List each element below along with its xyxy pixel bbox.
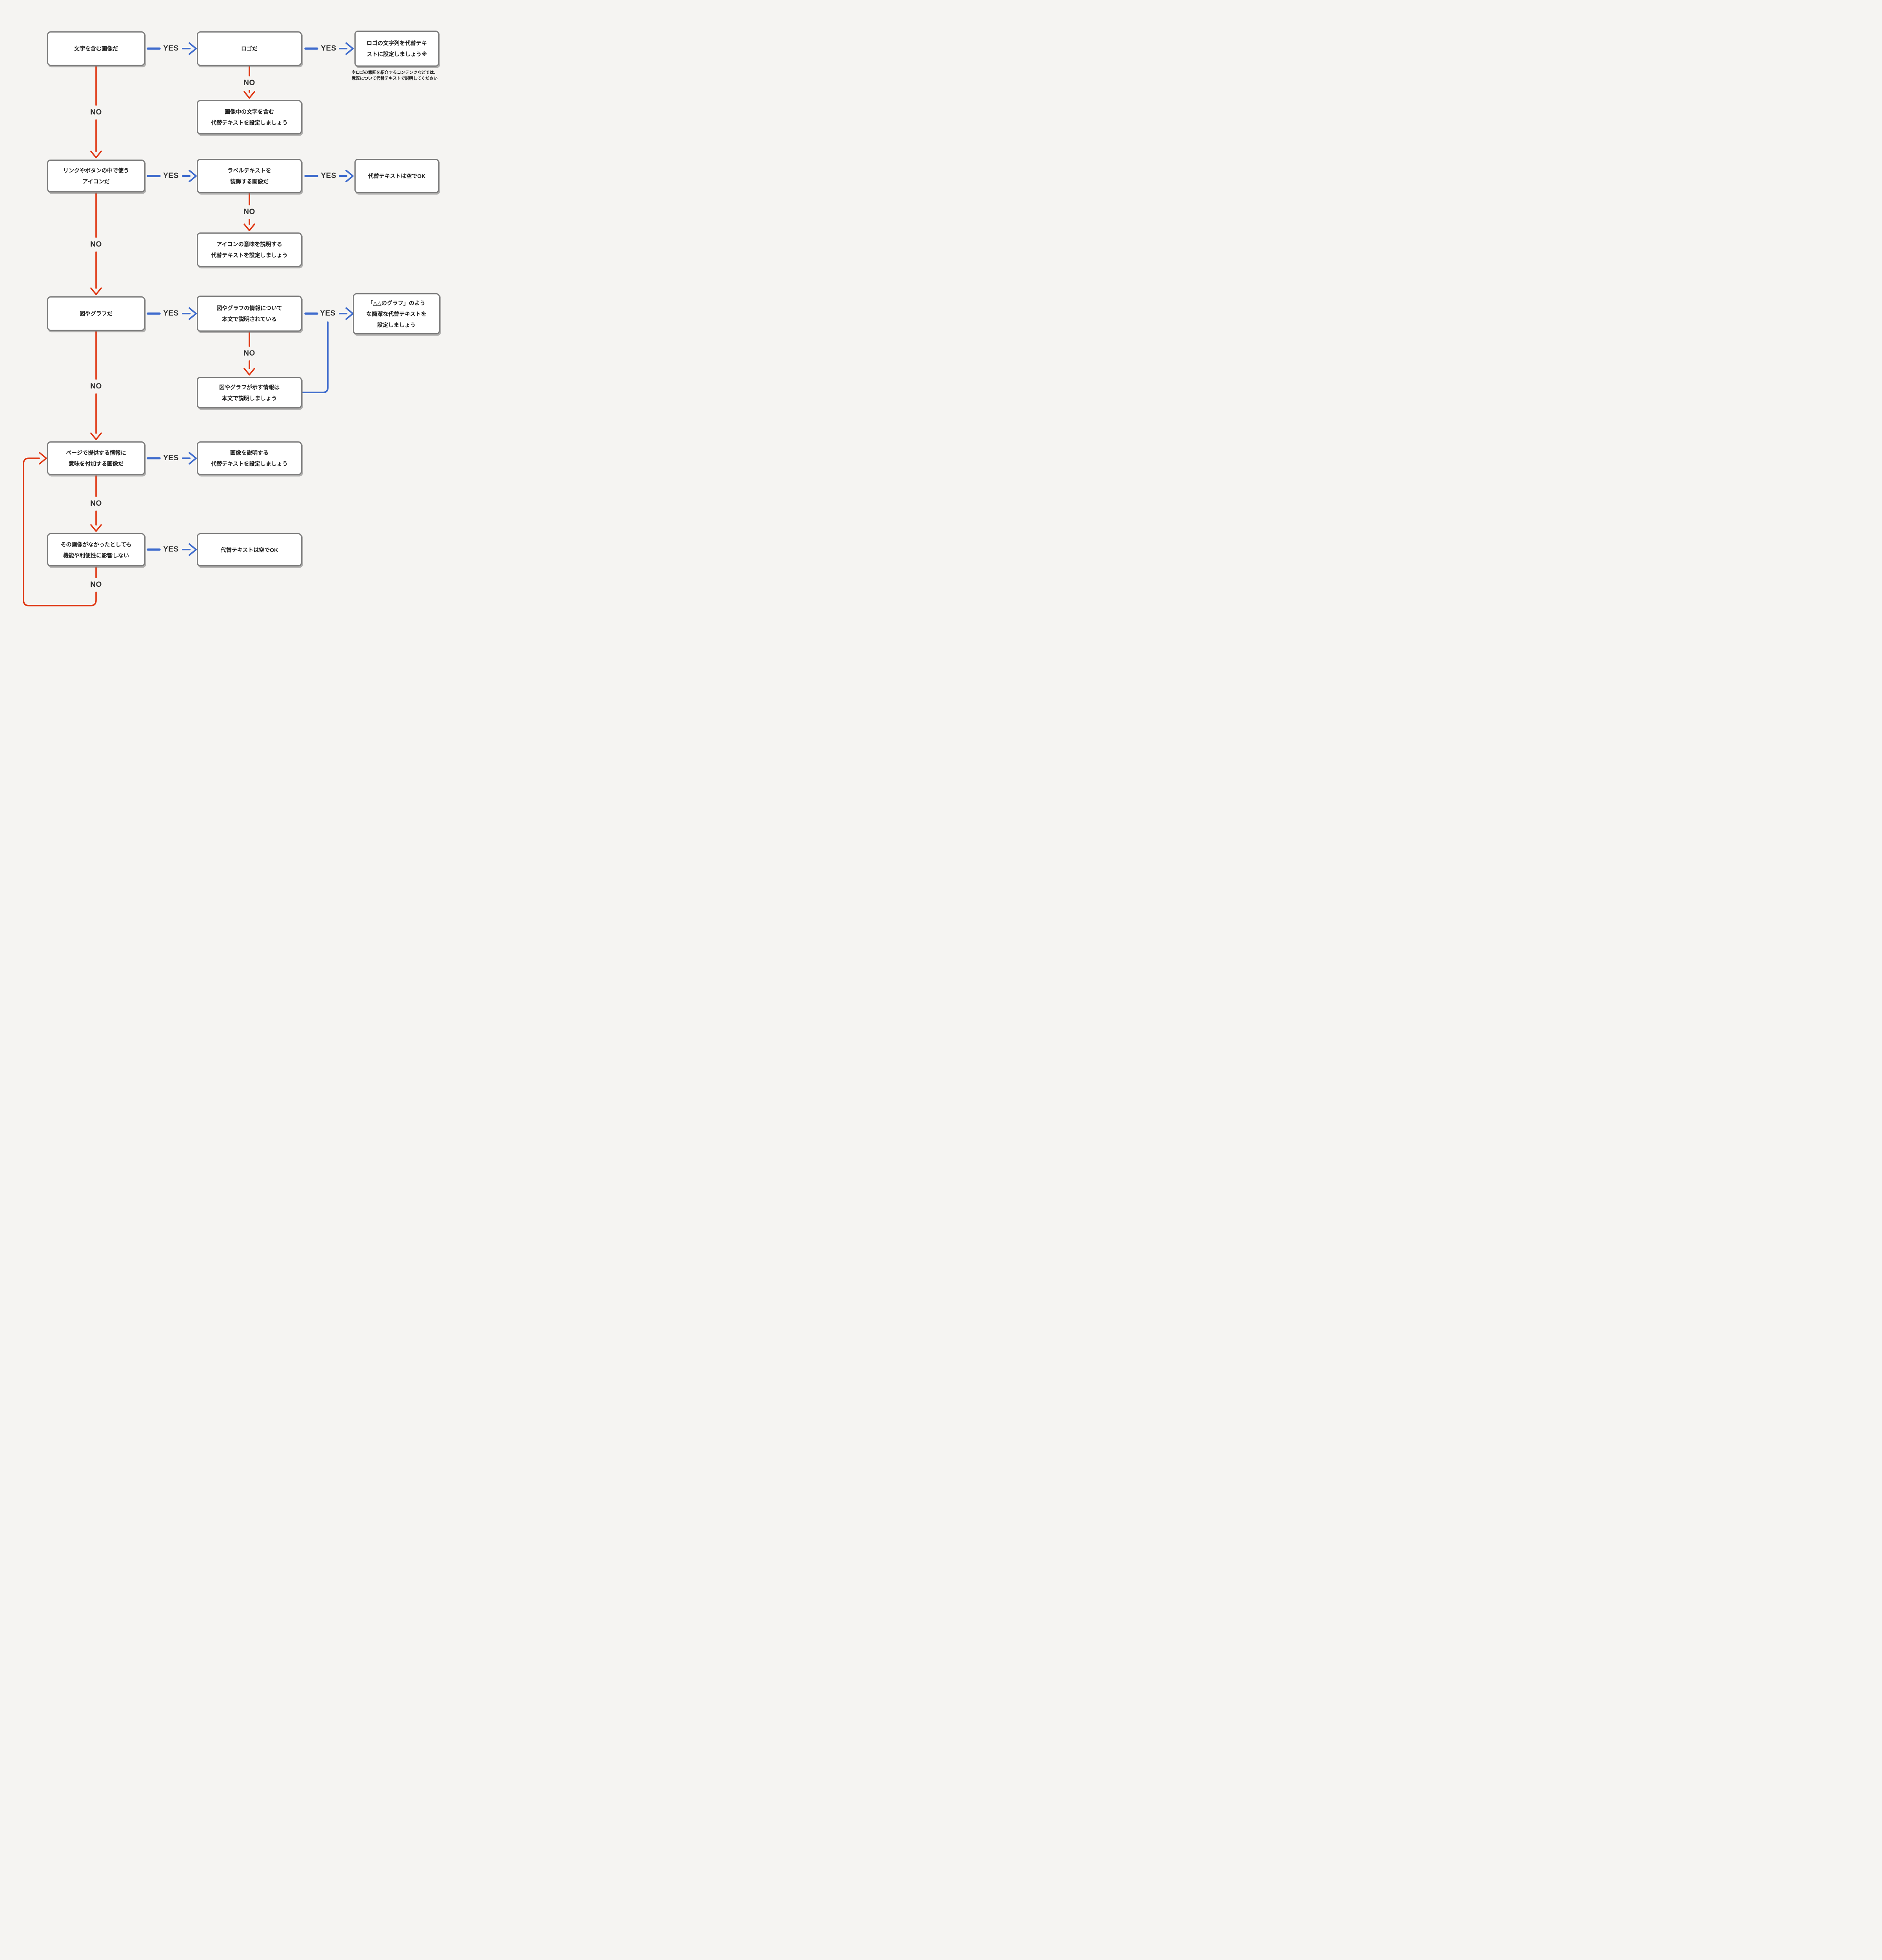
- no-label: NO: [90, 581, 102, 589]
- node-answer-chart-simple-alt: 「△△のグラフ」のよう な簡潔な代替テキストを 設定しましょう: [353, 293, 440, 334]
- no-arrow: [90, 192, 102, 295]
- no-label: NO: [243, 208, 255, 216]
- no-arrow: [243, 66, 255, 99]
- node-answer-explain-chart-in-body: 図やグラフが示す情報は 本文で説明しましょう: [197, 377, 302, 408]
- connector-lines: [23, 42, 354, 606]
- no-label: NO: [90, 382, 102, 390]
- node-question-text-image: 文字を含む画像だ: [47, 31, 145, 66]
- no-arrow: [90, 66, 102, 158]
- node-question-label-decoration: ラベルテキストを 装飾する画像だ: [197, 159, 302, 193]
- node-answer-icon-meaning-alt: アイコンの意味を説明する 代替テキストを設定しましょう: [197, 232, 302, 267]
- no-label: NO: [243, 349, 255, 358]
- yes-label: YES: [163, 172, 179, 180]
- no-arrow: [243, 331, 255, 376]
- no-arrow: [90, 475, 102, 532]
- no-label: NO: [90, 240, 102, 249]
- yes-label: YES: [320, 309, 336, 318]
- node-answer-empty-alt-ok: 代替テキストは空でOK: [197, 533, 302, 566]
- no-loop-connector: [23, 452, 97, 606]
- yes-label: YES: [321, 172, 336, 180]
- yes-arrow: [182, 307, 197, 320]
- yes-label: YES: [163, 309, 179, 318]
- alt-text-decision-flowchart: 文字を含む画像だ ロゴだ ロゴの文字列を代替テキ ストに設定しましょう※ 画像中…: [0, 0, 470, 652]
- chart-merge-connector: [301, 321, 329, 393]
- node-question-link-button-icon: リンクやボタンの中で使う アイコンだ: [47, 160, 145, 192]
- node-question-logo: ロゴだ: [197, 31, 302, 66]
- node-answer-logo-text-alt: ロゴの文字列を代替テキ ストに設定しましょう※: [354, 31, 439, 67]
- node-question-chart-explained-in-body: 図やグラフの情報について 本文で説明されている: [197, 296, 302, 332]
- node-question-no-functional-impact: その画像がなかったとしても 機能や利便性に影響しない: [47, 533, 145, 566]
- no-arrow: [243, 192, 255, 231]
- node-answer-empty-alt-icon: 代替テキストは空でOK: [354, 159, 439, 193]
- yes-arrow: [339, 170, 354, 182]
- node-answer-describe-image-alt: 画像を説明する 代替テキストを設定しましょう: [197, 441, 302, 475]
- no-label: NO: [90, 108, 102, 116]
- yes-arrow: [339, 307, 354, 320]
- logo-footnote: ※ロゴの意匠を紹介するコンテンツなどでは、 意匠について代替テキストで説明してく…: [352, 70, 438, 81]
- yes-arrow: [339, 42, 354, 55]
- node-question-chart: 図やグラフだ: [47, 296, 145, 331]
- no-label: NO: [243, 79, 255, 87]
- no-label: NO: [90, 499, 102, 508]
- yes-arrow: [182, 452, 197, 465]
- yes-label: YES: [163, 44, 179, 53]
- node-answer-text-in-image-alt: 画像中の文字を含む 代替テキストを設定しましょう: [197, 100, 302, 134]
- yes-label: YES: [163, 545, 179, 554]
- no-arrow: [90, 331, 102, 440]
- yes-label: YES: [321, 44, 336, 53]
- node-question-meaningful-image: ページで提供する情報に 意味を付加する画像だ: [47, 441, 145, 475]
- yes-label: YES: [163, 454, 179, 462]
- yes-arrow: [182, 170, 197, 182]
- yes-arrow: [182, 42, 197, 55]
- yes-arrow: [182, 543, 197, 556]
